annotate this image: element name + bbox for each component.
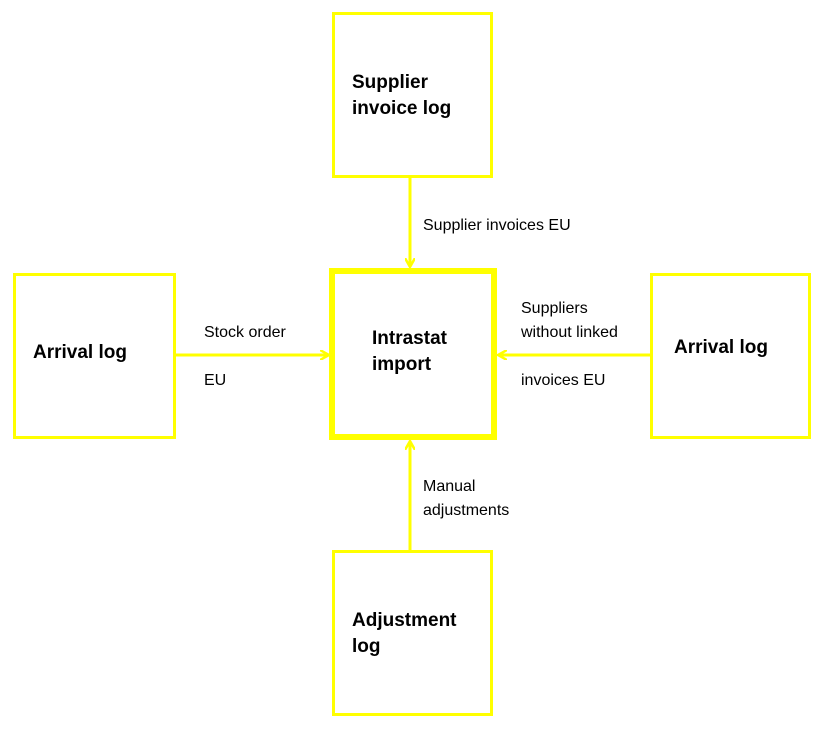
edge-label-manual-adjustments: Manual adjustments: [423, 478, 510, 519]
arrival-log-right-box: [650, 273, 811, 439]
intrastat-import-box: [329, 268, 497, 440]
arrival-log-right-label: Arrival log: [674, 337, 768, 358]
supplier-invoice-log-box: [332, 12, 493, 178]
arrival-log-left-label: Arrival log: [33, 342, 127, 363]
edge-label-stock-order: Stock order: [204, 324, 286, 341]
edge-label-invoices-eu: invoices EU: [521, 372, 606, 389]
adjustment-log-label: Adjustment log: [352, 610, 457, 657]
edge-label-supplier-invoices: Supplier invoices EU: [423, 217, 571, 234]
edge-label-suppliers-without-linked: Suppliers without linked: [521, 300, 618, 341]
edge-label-stock-order-eu: EU: [204, 372, 227, 389]
adjustment-log-box: [332, 550, 493, 716]
supplier-invoice-log-label: Supplier invoice log: [352, 72, 452, 119]
intrastat-import-label: Intrastat import: [372, 328, 447, 375]
arrival-log-left-box: [13, 273, 176, 439]
